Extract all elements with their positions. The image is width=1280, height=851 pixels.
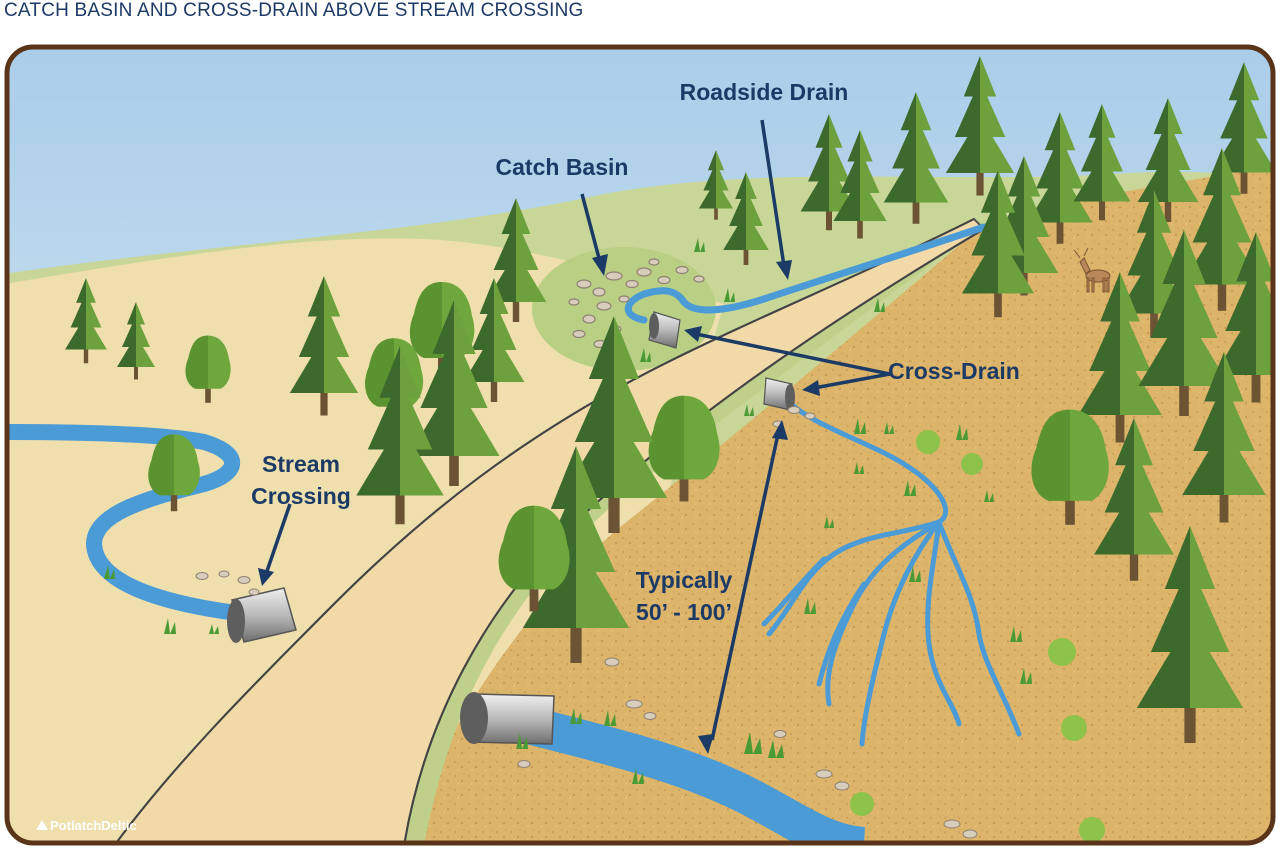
roadside-drain-label: Roadside Drain [680,79,849,105]
typically-label: Typically [636,567,733,593]
svg-text:PotlatchDeltic: PotlatchDeltic [50,818,137,833]
deer [1073,247,1111,293]
page-title: CATCH BASIN AND CROSS-DRAIN ABOVE STREAM… [4,0,584,21]
stream-crossing-culvert [227,587,297,643]
cross-drain-label: Cross-Drain [888,358,1020,384]
catch-basin-rocks [568,258,705,349]
frame-border [4,44,1276,846]
grass-tufts [104,238,1032,784]
potlatchdeltic-logo: PotlatchDeltic [36,818,137,833]
stream-crossing-illustration: Roadside Drain Catch Basin Cross-Drain S… [4,44,1276,846]
stream-label: Stream [262,451,340,477]
runoff-channels [761,391,1022,747]
crossing-label: Crossing [251,483,351,509]
outlet-culvert [460,692,555,745]
cross-drain-culvert-lower [763,377,795,411]
distance-range-label: 50’ - 100’ [636,599,732,625]
illustration-frame: Roadside Drain Catch Basin Cross-Drain S… [4,44,1276,846]
callout-arrows [258,119,891,754]
catch-basin-label: Catch Basin [496,154,629,180]
shrubs [850,430,1105,843]
cross-drain-culvert-upper [648,311,681,349]
